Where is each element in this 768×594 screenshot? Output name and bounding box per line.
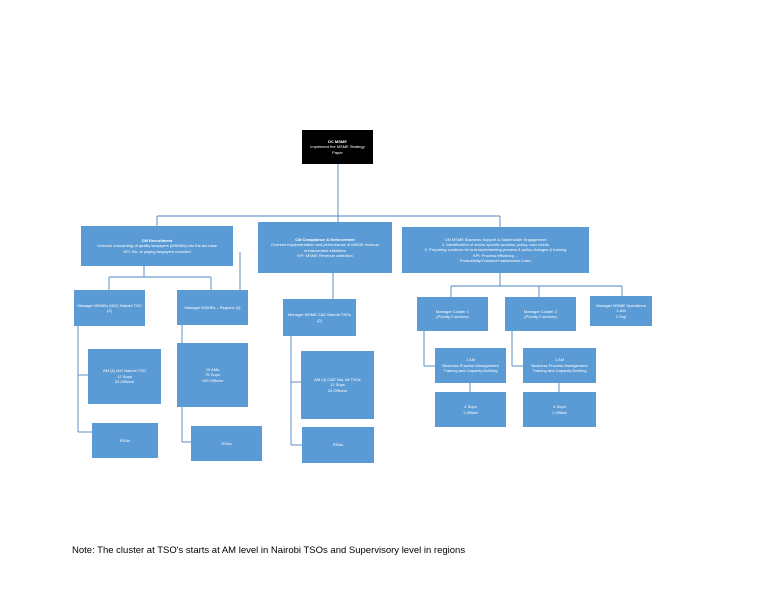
cm-support-line: KPI: Process efficiency…: [473, 252, 518, 258]
cm-compliance-title: CM Compliance & Enforcement: [295, 236, 355, 242]
cluster-1-am-line: Training and Capacity Building: [443, 368, 498, 374]
regions-staff-box: 19 AMs 75 Sups 100 Officers: [177, 343, 248, 407]
regions-staff-line: 100 Officers: [201, 377, 224, 383]
cm-recruitment-line: Oversee onboarding of quality taxpayers …: [96, 243, 218, 249]
cm-compliance-line: Oversee implementation and performance o…: [271, 242, 379, 248]
cm-compliance-line: KPI: MSME Revenue collection: [297, 252, 353, 258]
dc-msme-title: DC MSME: [328, 138, 347, 144]
cluster-1-staff-line: 1 Officer: [462, 409, 479, 415]
cluster-2-staff-box: 4 Sups 1 Officer: [523, 392, 596, 427]
cluster-1-am-line: 1 AM: [465, 357, 476, 363]
dc-msme-line: Implement the MSME Strategy: [310, 144, 365, 150]
manager-operations-line: 2 Sup: [615, 313, 627, 319]
cluster-2-am-line: Business Process Management: [531, 362, 588, 368]
regions-staff-line: 75 Sups: [205, 372, 220, 378]
manager-cluster-2-line: (Priority 2 sectors): [524, 314, 557, 319]
cluster-2-am-box: 1 AM Business Process Management Trainin…: [523, 348, 596, 383]
am-cge-box: AM (4) C&E Nai- tdi TSOs 12 Sups 24 Offi…: [301, 351, 374, 419]
manager-regions-line: Manager MSMEs – Regions (4): [184, 304, 241, 310]
am-cge-line: 12 Sups: [330, 382, 345, 388]
rsas-nairobi-box: RSAs: [92, 423, 158, 458]
rsas-regions-label: RSAs: [221, 440, 232, 446]
cluster-1-am-line: Business Process Management: [442, 362, 499, 368]
manager-cluster-1-line: (Priority 2 sectors): [436, 314, 469, 319]
dc-msme-box: DC MSME Implement the MSME Strategy Pape…: [302, 130, 373, 164]
manager-regions-box: Manager MSMEs – Regions (4): [177, 290, 248, 325]
cluster-1-am-box: 1 AM Business Process Management Trainin…: [435, 348, 506, 383]
cluster-1-staff-line: 4 Sups: [464, 404, 477, 410]
am-nairobi-line: AM (4) I&G Nairobi TSO: [102, 368, 147, 374]
rsas-nairobi-label: RSAs: [119, 437, 131, 443]
manager-cluster-1-line: Manager Cluster 1: [436, 308, 469, 314]
manager-operations-line: Manager MSME Operations: [596, 302, 646, 308]
am-nairobi-line: 12 Sups: [117, 373, 132, 379]
manager-nairobi-line: Manager MSMEs (I&G) Nairobi TSO: [77, 302, 142, 308]
cm-support-line: 1. Identification of sector specific pro…: [441, 241, 550, 247]
manager-operations-line: 1 AM: [616, 308, 626, 314]
rsas-cge-label: RSAs: [332, 442, 344, 448]
cluster-2-staff-line: 1 Officer: [551, 409, 568, 415]
manager-cge-line: (2): [317, 317, 322, 323]
manager-cluster-2-box: Manager Cluster 2 (Priority 2 sectors): [505, 297, 576, 331]
manager-cluster-1-box: Manager Cluster 1 (Priority 2 sectors): [417, 297, 488, 331]
cm-compliance-box: CM Compliance & Enforcement Oversee impl…: [258, 222, 392, 273]
manager-operations-box: Manager MSME Operations 1 AM 2 Sup: [590, 296, 652, 326]
cm-recruitment-line: KPI: No. of paying taxpayers recruited: [123, 248, 191, 254]
cluster-2-am-line: 1 AM: [554, 357, 565, 363]
manager-nairobi-box: Manager MSMEs (I&G) Nairobi TSO (2): [74, 290, 145, 326]
cm-compliance-line: enhancement initiatives: [304, 247, 346, 253]
manager-cge-line: Manager MSME C&E Nairobi TSOs: [287, 312, 352, 318]
cluster-2-am-line: Training and Capacity Building: [532, 368, 587, 374]
cluster-1-staff-box: 4 Sups 1 Officer: [435, 392, 506, 427]
cm-support-line: Productivity/Customer satisfaction Index: [459, 258, 532, 264]
am-nairobi-line: 24 Officers: [114, 379, 135, 385]
dc-msme-line: Paper: [332, 149, 343, 155]
rsas-regions-box: RSAs: [191, 426, 262, 461]
cm-support-line: 2. Preparing solutions for and implement…: [424, 247, 567, 253]
manager-cge-box: Manager MSME C&E Nairobi TSOs (2): [283, 299, 356, 336]
cm-recruitment-title: CM Recruitment: [141, 237, 173, 243]
am-nairobi-box: AM (4) I&G Nairobi TSO 12 Sups 24 Office…: [88, 349, 161, 404]
footnote: Note: The cluster at TSO's starts at AM …: [72, 545, 466, 556]
manager-nairobi-line: (2): [107, 308, 112, 313]
cm-support-title: CM MSME Business Support & Stakeholder E…: [444, 236, 547, 242]
cm-support-box: CM MSME Business Support & Stakeholder E…: [402, 227, 589, 273]
cm-recruitment-box: CM Recruitment Oversee onboarding of qua…: [81, 226, 233, 266]
rsas-cge-box: RSAs: [302, 427, 374, 463]
regions-staff-line: 19 AMs: [205, 366, 220, 372]
am-cge-line: 24 Officers: [327, 387, 348, 393]
cluster-2-staff-line: 4 Sups: [553, 404, 566, 410]
am-cge-line: AM (4) C&E Nai- tdi TSOs: [314, 376, 361, 382]
manager-cluster-2-line: Manager Cluster 2: [524, 308, 557, 314]
